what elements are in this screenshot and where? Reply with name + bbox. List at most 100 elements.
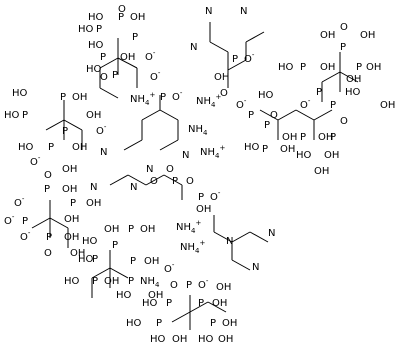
- phosphorus-label: P: [262, 144, 268, 155]
- nitrogen-label: N: [226, 236, 233, 247]
- phosphorus-label: P: [128, 276, 134, 287]
- phosphorus-label: P: [62, 126, 68, 137]
- hydroxyl-label: OH: [64, 214, 79, 225]
- phosphorus-label: P: [156, 318, 162, 329]
- hydroxyl-label: OH: [212, 298, 227, 309]
- nitrogen-radical-label: N: [100, 147, 107, 158]
- hydroxyl-label: OH: [216, 282, 231, 293]
- nitrogen-label: N: [190, 42, 197, 53]
- hydroxyl-label: OH: [62, 184, 77, 195]
- oxygen-label: O: [186, 176, 194, 187]
- hydroxyl-label: OH: [280, 144, 295, 155]
- hydroxyl-label: HO: [258, 90, 274, 101]
- phosphorus-label: P: [166, 298, 172, 309]
- phosphorus-label: P: [356, 62, 362, 73]
- phosphorus-label: P: [70, 198, 76, 209]
- oxygen-label: O: [166, 164, 174, 175]
- hydroxyl-label: OH: [130, 12, 145, 23]
- hydroxyl-label: HO: [88, 12, 104, 23]
- hydroxyl-label: HO: [116, 290, 132, 301]
- phosphorus-label: P: [316, 87, 322, 98]
- hydroxyl-label: HO: [142, 298, 158, 309]
- hydroxyl-label: OH: [140, 224, 155, 235]
- nitrogen-label: N: [182, 150, 189, 161]
- hydroxyl-label: HO: [244, 142, 260, 153]
- phosphorus-label: P: [172, 176, 178, 187]
- hydroxyl-label: OH: [380, 100, 395, 111]
- phosphorus-label: P: [112, 70, 118, 81]
- hydroxyl-label: OH: [320, 62, 335, 73]
- phosphorus-label: P: [92, 254, 98, 265]
- phosphorus-label: P: [118, 12, 124, 23]
- phosphorus-label: P: [100, 52, 106, 63]
- phosphorus-label: P: [130, 256, 136, 267]
- phosphorus-label: P: [340, 42, 346, 53]
- phosphorus-label: P: [330, 132, 336, 143]
- hydroxyl-label: OH: [72, 142, 87, 153]
- oxide-label: O-: [150, 69, 161, 83]
- hydroxyl-label: OH: [62, 164, 77, 175]
- nitrogen-radical-label: N: [240, 6, 247, 17]
- phosphorus-label: P: [92, 276, 98, 287]
- hydroxyl-label: OH: [104, 224, 119, 235]
- ammonium-label: NH4+: [176, 219, 201, 235]
- phosphorus-label: P: [46, 232, 52, 243]
- hydroxyl-label: HO: [78, 254, 94, 265]
- phosphorus-label: P: [128, 224, 134, 235]
- ammonium-label: NH4+: [130, 91, 155, 107]
- phosphorus-label: P: [160, 92, 166, 103]
- bond-lines: [31, 22, 359, 330]
- nitrogen-radical-label: N: [205, 6, 212, 17]
- phosphorus-label: P: [198, 192, 204, 203]
- phosphorus-label: P: [248, 110, 254, 121]
- phosphorus-label: P: [112, 240, 118, 251]
- hydroxyl-label: OH: [314, 166, 329, 177]
- hydroxyl-label: HO: [4, 110, 20, 121]
- oxygen-label: O: [44, 170, 52, 181]
- oxygen-label: O: [340, 22, 348, 33]
- hydroxyl-label: OH: [324, 150, 339, 161]
- nitrogen-radical-label: N: [268, 228, 275, 239]
- phosphorus-label: P: [330, 100, 336, 111]
- oxygen-label: O: [170, 280, 178, 291]
- phosphorus-label: P: [210, 318, 216, 329]
- hydroxyl-label: HO: [198, 334, 214, 345]
- hydroxyl-label: HO: [64, 276, 80, 287]
- oxide-label: O-: [172, 89, 183, 103]
- hydroxyl-label: HO: [296, 150, 312, 161]
- phosphorus-label: P: [232, 54, 238, 65]
- phosphorus-label: P: [300, 62, 306, 73]
- oxide-label: O-: [145, 49, 156, 63]
- oxygen-label: O: [118, 4, 126, 15]
- oxide-label: O-: [14, 195, 25, 209]
- hydroxyl-label: HO: [345, 87, 361, 98]
- hydroxyl-label: OH: [222, 318, 237, 329]
- phosphorus-label: P: [186, 280, 192, 291]
- hydroxyl-label: OH: [196, 204, 211, 215]
- hydroxyl-label: OH: [172, 334, 187, 345]
- ammonium-label: NH4: [140, 276, 160, 289]
- ammonium-label: NH4+: [196, 93, 221, 109]
- hydroxyl-label: OH: [144, 256, 159, 267]
- hydroxyl-label: HO: [86, 64, 102, 75]
- ammonium-label: NH4+: [180, 239, 205, 255]
- phosphorus-label: P: [132, 32, 138, 43]
- oxide-label: O-: [20, 229, 31, 243]
- nitrogen-label: N: [90, 182, 97, 193]
- nitrogen-radical-label: N: [252, 262, 259, 273]
- hydroxyl-label: OH: [218, 334, 233, 345]
- hydroxyl-label: HO: [88, 40, 104, 51]
- hydroxyl-label: HO: [12, 88, 28, 99]
- hydroxyl-label: HO: [82, 236, 98, 247]
- ammonium-label: NH4: [188, 124, 208, 137]
- hydroxyl-label: OH: [64, 232, 79, 243]
- oxygen-label: O: [150, 176, 158, 187]
- hydroxyl-label: OH: [86, 198, 101, 209]
- oxygen-label: O: [220, 88, 228, 99]
- nitrogen-label: N: [130, 182, 137, 193]
- hydroxyl-label: OH: [86, 110, 101, 121]
- phosphorus-label: P: [96, 24, 102, 35]
- phosphorus-label: P: [44, 184, 50, 195]
